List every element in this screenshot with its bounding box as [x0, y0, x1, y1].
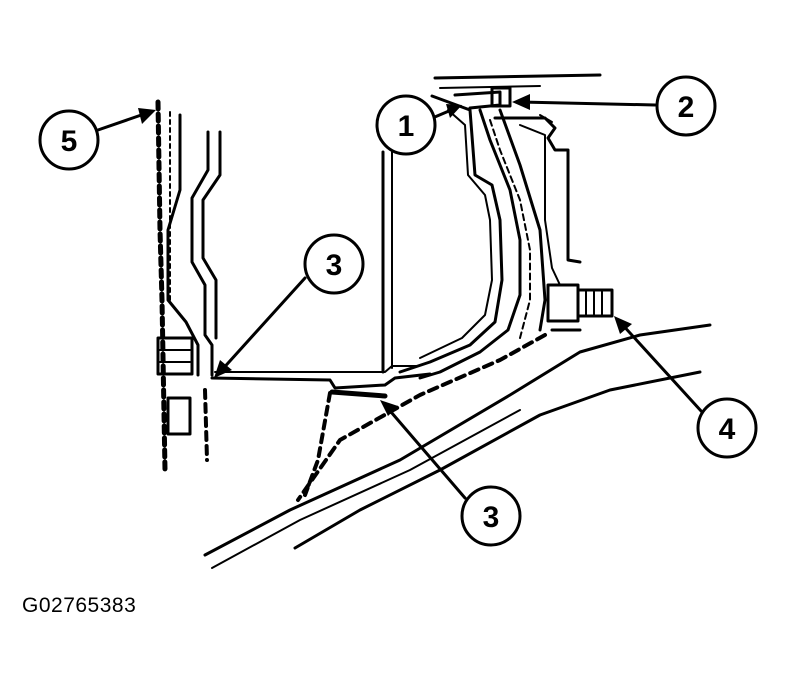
housing-wall — [155, 99, 209, 473]
left-bolt — [156, 336, 194, 436]
callout-circle-5 — [38, 109, 100, 171]
arrowheads — [138, 94, 632, 416]
callout-label-3b: 3 — [483, 501, 500, 534]
callout-label-5: 5 — [61, 125, 78, 158]
callout-label-1: 1 — [398, 110, 415, 143]
callout-circle-4 — [696, 397, 758, 459]
callout-circle-1 — [375, 94, 437, 156]
callout-label-4: 4 — [719, 413, 736, 446]
callout-circle-2 — [655, 75, 717, 137]
right-bolt — [546, 283, 614, 332]
callout-label-2: 2 — [678, 91, 695, 124]
seal-plate — [210, 365, 432, 399]
figure-code: G02765383 — [22, 594, 137, 617]
gasket-line — [296, 333, 547, 502]
center-rod — [381, 150, 393, 374]
callout-circle-3a — [303, 233, 365, 295]
curved-cover — [398, 94, 547, 380]
callout-label-3a: 3 — [326, 249, 343, 282]
callout-circles — [38, 75, 758, 547]
left-bracket — [166, 113, 222, 377]
upper-housing — [433, 73, 602, 286]
lower-body-contour — [203, 323, 712, 569]
callout-circle-3b — [460, 485, 522, 547]
